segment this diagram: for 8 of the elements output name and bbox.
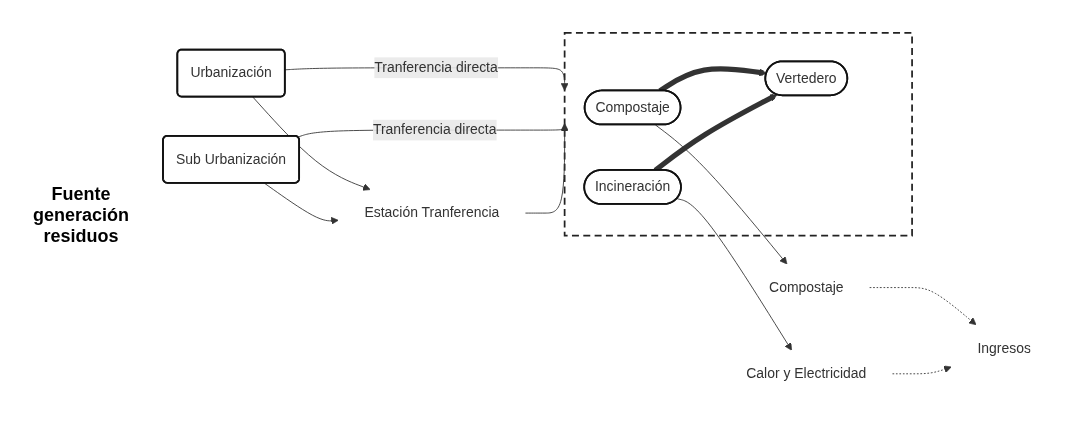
source-label: Fuente generación residuos (32, 183, 130, 247)
node-text: Ingresos (977, 340, 1031, 356)
edge-label: Tranferencia directa (374, 59, 498, 75)
node-text: Estación Tranferencia (364, 205, 500, 220)
node-text: Compostaje (769, 279, 844, 295)
edge-label: Tranferencia directa (372, 122, 497, 137)
cluster (563, 31, 913, 237)
node-text: Calor y Electricidad (746, 365, 867, 381)
